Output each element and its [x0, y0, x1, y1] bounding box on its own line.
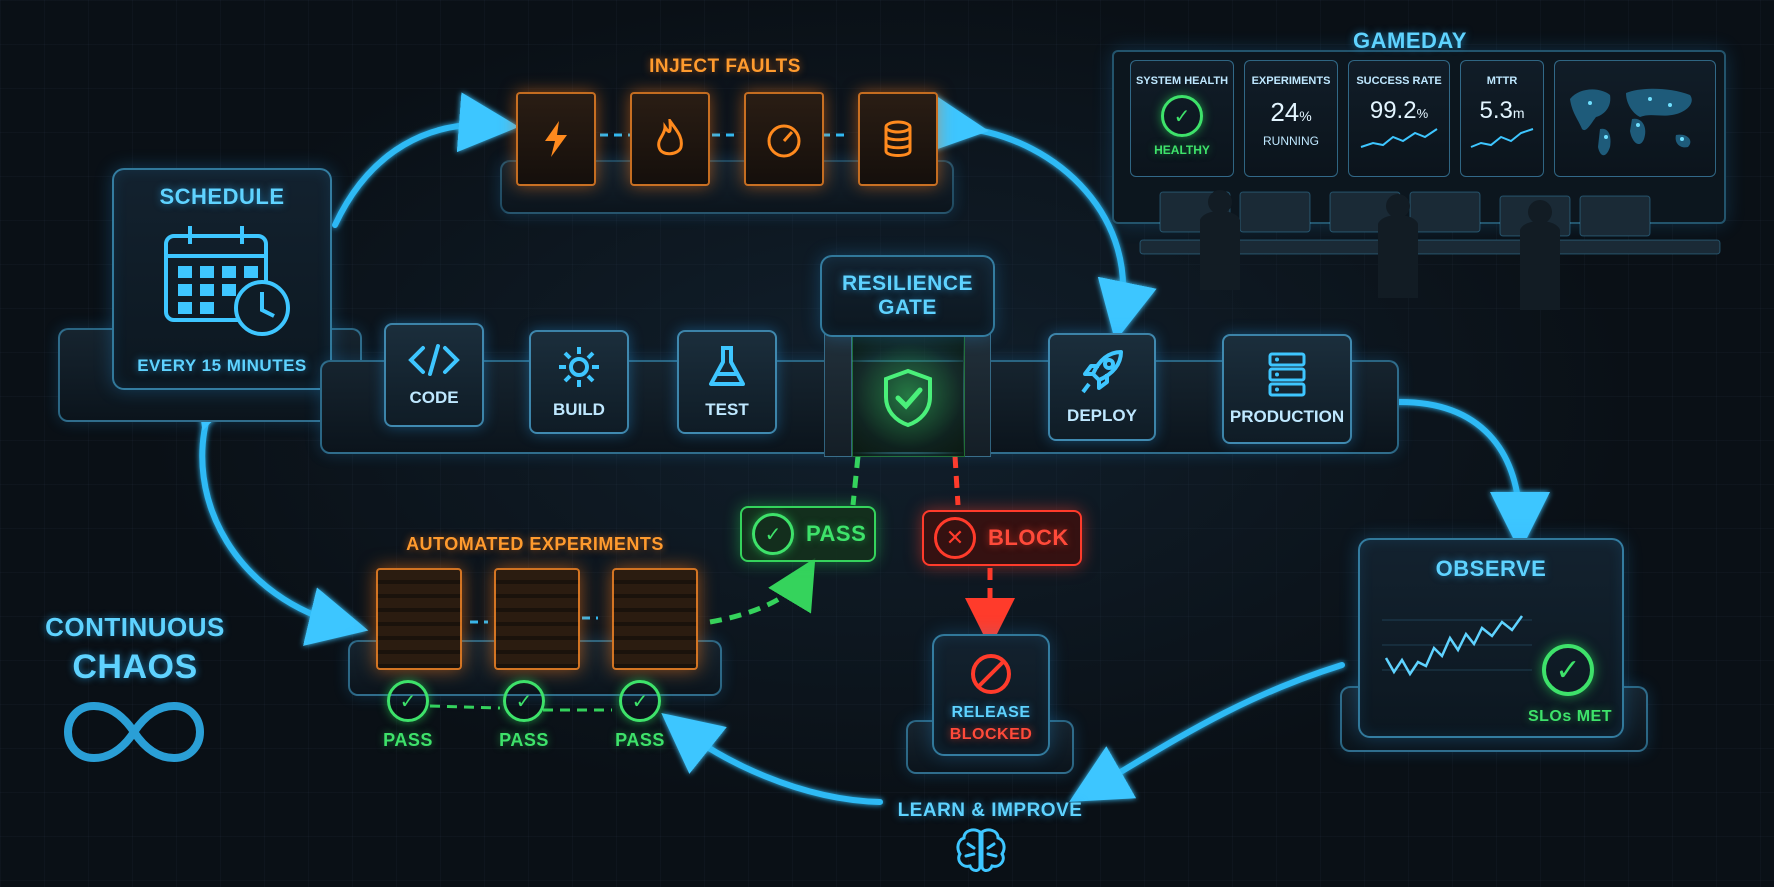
result-item: ✓ PASS	[494, 680, 554, 751]
block-badge-label: BLOCK	[988, 525, 1069, 550]
chaos-label: CHAOS	[72, 648, 198, 686]
database-icon	[884, 120, 912, 157]
brain-icon	[956, 828, 1006, 872]
gate-title-line2: GATE	[878, 296, 937, 319]
gameday-metrics: SYSTEM HEALTH ✓ HEALTHY EXPERIMENTS 24% …	[1130, 60, 1716, 177]
metric-mttr: MTTR 5.3m	[1460, 60, 1544, 177]
gate-title-line1: RESILIENCE	[841, 272, 974, 295]
release-label: RELEASE	[951, 704, 1031, 721]
success-sparkline	[1360, 128, 1438, 148]
pass-badge[interactable]: ✓ PASS	[740, 506, 876, 562]
arrow-production-to-observe	[1392, 398, 1550, 552]
experiments-value: 24	[1270, 97, 1300, 127]
experiment-rack[interactable]	[612, 568, 698, 670]
stage-build[interactable]: BUILD	[529, 330, 629, 434]
health-status: HEALTHY	[1154, 143, 1210, 157]
automated-experiments-title: AUTOMATED EXPERIMENTS	[406, 534, 664, 554]
pass-check-icon: ✓	[387, 680, 429, 722]
gate-opening	[852, 335, 965, 457]
gate-pillar-left	[824, 315, 852, 457]
metric-experiments: EXPERIMENTS 24% RUNNING	[1244, 60, 1338, 177]
fire-icon	[657, 119, 683, 156]
pass-check-icon: ✓	[752, 513, 794, 555]
success-rate-value: 99.2	[1369, 97, 1417, 124]
pass-badge-label: PASS	[806, 521, 867, 546]
slos-met-label: SLOs MET	[1527, 708, 1612, 725]
stage-deploy[interactable]: DEPLOY	[1048, 333, 1156, 441]
schedule-card[interactable]: SCHEDULE EVERY 15 MINUTES	[112, 168, 332, 390]
pass-check-icon: ✓	[619, 680, 661, 722]
mttr-value: 5.3	[1479, 97, 1513, 124]
result-item: ✓ PASS	[610, 680, 670, 751]
world-map-icon	[1570, 88, 1692, 156]
prohibited-icon	[971, 654, 1011, 694]
inject-faults-title: INJECT FAULTS	[649, 56, 801, 77]
world-map	[1554, 60, 1716, 177]
stage-build-label: BUILD	[553, 400, 605, 419]
fault-latency[interactable]	[744, 92, 824, 186]
arrow-observe-to-learn	[1069, 662, 1345, 802]
experiment-results: ✓ PASS ✓ PASS ✓ PASS	[378, 680, 670, 751]
lightning-icon	[545, 121, 567, 157]
block-x-icon: ✕	[934, 517, 976, 559]
schedule-frequency: EVERY 15 MINUTES	[137, 356, 307, 375]
fault-database[interactable]	[858, 92, 938, 186]
arrow-schedule-experiments	[192, 364, 369, 646]
experiments-status: RUNNING	[1263, 134, 1319, 148]
pass-check-icon: ✓	[503, 680, 545, 722]
observe-title: OBSERVE	[1435, 556, 1547, 581]
arrow-schedule-to-faults	[332, 92, 519, 228]
continuous-label: CONTINUOUS	[45, 612, 225, 642]
gate-sign: RESILIENCE GATE	[820, 255, 995, 337]
metric-success-rate: SUCCESS RATE 99.2%	[1348, 60, 1450, 177]
fault-list	[516, 92, 938, 186]
stage-deploy-label: DEPLOY	[1067, 406, 1137, 425]
server-icon	[1268, 352, 1306, 397]
schedule-title: SCHEDULE	[159, 184, 285, 209]
gauge-icon	[767, 124, 801, 158]
stage-code[interactable]: CODE	[384, 323, 484, 427]
result-label: PASS	[383, 730, 433, 750]
success-rate-unit: %	[1416, 106, 1429, 121]
block-badge[interactable]: ✕ BLOCK	[922, 510, 1082, 566]
arrow-faults-to-gameday	[925, 93, 1157, 342]
result-item: ✓ PASS	[378, 680, 438, 751]
calendar-icon	[164, 226, 290, 336]
experiment-rack[interactable]	[376, 568, 462, 670]
mttr-unit: m	[1512, 105, 1525, 121]
result-label: PASS	[499, 730, 549, 750]
check-icon: ✓	[1161, 95, 1203, 137]
stage-test[interactable]: TEST	[677, 330, 777, 434]
rocket-icon	[1081, 350, 1123, 394]
operators-room	[1139, 190, 1721, 310]
stage-test-label: TEST	[705, 400, 749, 419]
code-icon	[408, 344, 460, 376]
observe-card[interactable]: OBSERVE ✓ SLOs MET	[1358, 538, 1624, 738]
stage-production[interactable]: PRODUCTION	[1222, 334, 1352, 444]
blocked-label: BLOCKED	[949, 726, 1033, 743]
experiment-rack[interactable]	[494, 568, 580, 670]
metric-system-health: SYSTEM HEALTH ✓ HEALTHY	[1130, 60, 1234, 177]
learn-improve-label: LEARN & IMPROVE	[897, 800, 1083, 821]
experiment-racks	[376, 568, 698, 670]
stage-production-label: PRODUCTION	[1229, 407, 1345, 426]
stage-code-label: CODE	[409, 388, 459, 407]
result-label: PASS	[615, 730, 665, 750]
slo-check-icon: ✓	[1542, 644, 1594, 696]
metrics-line-chart	[1382, 615, 1532, 677]
gear-icon	[559, 347, 599, 387]
fault-fire[interactable]	[630, 92, 710, 186]
flask-icon	[709, 346, 745, 386]
infinity-icon	[63, 701, 205, 763]
experiments-unit: %	[1299, 108, 1312, 124]
mttr-sparkline	[1470, 128, 1534, 148]
release-blocked-card[interactable]: RELEASE BLOCKED	[932, 634, 1050, 756]
shield-check-icon	[884, 368, 932, 428]
arrow-learn-to-experiments	[661, 713, 883, 805]
resilience-gate[interactable]: RESILIENCE GATE	[820, 255, 995, 457]
fault-lightning[interactable]	[516, 92, 596, 186]
gameday-title: GAMEDAY	[1353, 28, 1467, 53]
